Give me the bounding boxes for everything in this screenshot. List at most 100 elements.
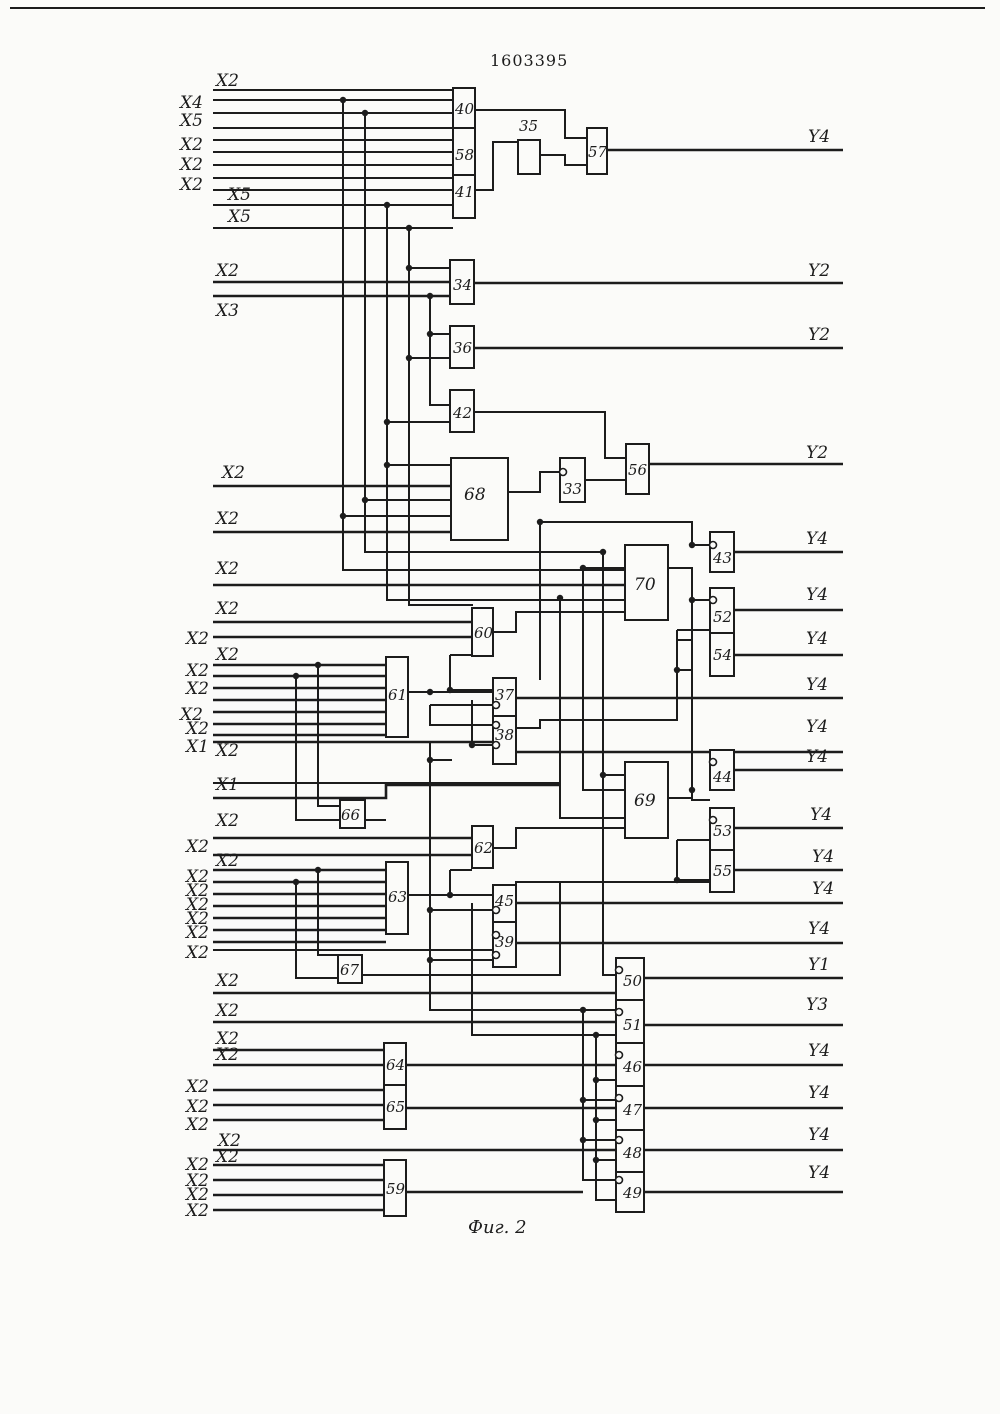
block-41-label: 41 — [454, 183, 474, 201]
junction-dot — [674, 877, 680, 883]
input-signal-label: X2 — [184, 923, 209, 943]
block-36-label: 36 — [453, 339, 473, 357]
input-signal-label: X2 — [184, 629, 209, 649]
input-signal-label: X2 — [178, 135, 203, 155]
input-signal-label: X2 — [184, 837, 209, 857]
output-signal-label: Y3 — [806, 995, 828, 1015]
wire — [540, 155, 587, 165]
input-signal-label: X2 — [214, 645, 239, 665]
input-signal-label: X1 — [214, 775, 239, 795]
block-40-label: 40 — [454, 100, 475, 118]
input-signal-label: X2 — [178, 175, 203, 195]
input-signal-label: X2 — [214, 741, 239, 761]
output-signal-label: Y4 — [812, 847, 834, 867]
block-47-label: 47 — [622, 1101, 643, 1119]
output-signal-label: Y2 — [808, 325, 830, 345]
input-signal-label: X2 — [184, 1077, 209, 1097]
block-48-label: 48 — [622, 1144, 642, 1162]
junction-dot — [593, 1117, 599, 1123]
junction-dot — [447, 892, 453, 898]
junction-dot — [580, 565, 586, 571]
junction-dot — [427, 957, 433, 963]
wire — [677, 840, 710, 880]
wire — [475, 142, 518, 190]
inversion-circle — [493, 702, 500, 709]
wire — [472, 700, 493, 745]
inversion-circle — [616, 967, 623, 974]
input-signal-label: X2 — [214, 71, 239, 91]
block-34-label: 34 — [453, 276, 472, 294]
inversion-circle — [616, 1009, 623, 1016]
output-signal-label: Y2 — [806, 443, 828, 463]
output-signal-label: Y4 — [808, 127, 830, 147]
wire — [474, 412, 626, 458]
input-signal-label: X1 — [184, 737, 209, 757]
figure-caption: Фиг. 2 — [468, 1217, 527, 1238]
inversion-circle — [616, 1137, 623, 1144]
output-signal-label: Y4 — [808, 1125, 830, 1145]
wire — [596, 1035, 616, 1200]
wire — [493, 828, 625, 848]
input-signal-label: X2 — [214, 1147, 239, 1167]
input-signal-label: X2 — [184, 1097, 209, 1117]
junction-dot — [447, 687, 453, 693]
output-signal-label: Y4 — [806, 629, 828, 649]
block-55-label: 55 — [713, 862, 732, 880]
block-65-label: 65 — [386, 1098, 405, 1116]
junction-dot — [315, 867, 321, 873]
output-signal-label: Y4 — [806, 529, 828, 549]
inversion-circle — [710, 597, 717, 604]
junction-dot — [362, 110, 368, 116]
junction-dot — [593, 1032, 599, 1038]
junction-dot — [689, 597, 695, 603]
junction-dot — [674, 667, 680, 673]
junction-dot — [406, 355, 412, 361]
wire — [430, 296, 450, 405]
inversion-circle — [616, 1052, 623, 1059]
inversion-circle — [493, 907, 500, 914]
junction-dot — [689, 542, 695, 548]
wire — [508, 472, 560, 492]
input-signal-label: X2 — [214, 559, 239, 579]
inversion-circle — [616, 1095, 623, 1102]
wire — [603, 775, 616, 975]
input-signal-label: X2 — [220, 463, 245, 483]
junction-dot — [593, 1157, 599, 1163]
inversion-circle — [493, 952, 500, 959]
input-labels: X2 X4 X5 X2 X2 X2 X5 X5 X2 X3 X2 X2 X2 X… — [178, 71, 251, 1221]
block-68-label: 68 — [464, 485, 486, 505]
junction-dot — [293, 879, 299, 885]
junction-dot — [427, 689, 433, 695]
junction-dot — [406, 225, 412, 231]
junction-dot — [689, 787, 695, 793]
junction-dot — [557, 595, 563, 601]
junction-dot — [593, 1077, 599, 1083]
block-35 — [518, 140, 540, 174]
inversion-circle — [710, 542, 717, 549]
block-50-label: 50 — [623, 972, 643, 990]
junction-dot — [469, 742, 475, 748]
block-43-label: 43 — [712, 549, 732, 567]
block-52-label: 52 — [713, 608, 732, 626]
wire — [430, 705, 493, 725]
block-62-label: 62 — [474, 839, 493, 857]
input-signal-label: X2 — [184, 719, 209, 739]
junction-dot — [580, 1137, 586, 1143]
block-59-label: 59 — [386, 1180, 406, 1198]
document-number: 1603395 — [490, 51, 568, 70]
inversion-circle — [493, 722, 500, 729]
inversion-circle — [493, 742, 500, 749]
output-signal-label: Y4 — [810, 805, 832, 825]
input-signal-label: X2 — [184, 943, 209, 963]
blocks: 40 58 41 35 57 34 36 42 68 33 56 70 43 5… — [338, 88, 734, 1216]
block-66-label: 66 — [341, 806, 361, 824]
inversion-circle — [616, 1177, 623, 1184]
output-signal-label: Y4 — [806, 675, 828, 695]
junction-dot — [427, 331, 433, 337]
block-57-label: 57 — [588, 143, 608, 161]
input-signal-label: X2 — [214, 851, 239, 871]
inversion-circle — [710, 817, 717, 824]
input-signal-label: X4 — [178, 93, 203, 113]
output-signal-label: Y4 — [812, 879, 834, 899]
